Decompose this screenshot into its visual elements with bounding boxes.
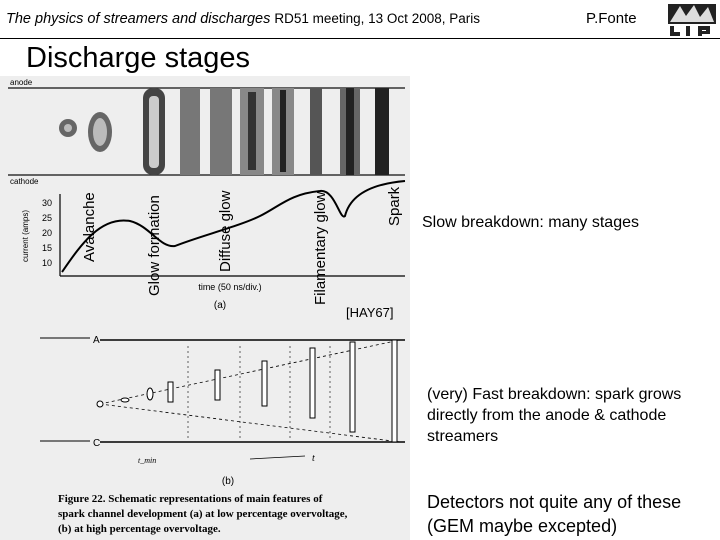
slide-title: Discharge stages — [26, 42, 251, 74]
header-meeting: RD51 meeting, 13 Oct 2008, Paris — [274, 11, 480, 26]
time-axis-label: time (50 ns/div.) — [198, 282, 261, 292]
diffuse-column-2 — [210, 88, 232, 175]
header-author: P.Fonte — [586, 10, 637, 27]
fast-breakdown-note: (very) Fast breakdown: spark grows direc… — [427, 386, 682, 445]
ytick-4: 10 — [42, 258, 52, 268]
detectors-note: Detectors not quite any of these (GEM ma… — [427, 492, 682, 536]
cathode-label: cathode — [10, 177, 39, 186]
header-rule — [0, 38, 720, 39]
caption-line-3: (b) at high percentage overvoltage. — [58, 523, 221, 535]
panel-b-cathode-label: C — [93, 438, 100, 449]
slow-breakdown-note: Slow breakdown: many stages — [422, 214, 639, 231]
ytick-3: 15 — [42, 243, 52, 253]
filament-column-3 — [310, 88, 322, 175]
current-axis-label: current (amps) — [21, 210, 30, 262]
anode-label: anode — [10, 78, 33, 87]
caption-line-2: spark channel development (a) at low per… — [58, 508, 348, 520]
spark-development-figure: anode cathode 30 25 20 15 10 current (am… — [0, 76, 410, 540]
stage-label-filamentary-glow: Filamentary glow — [312, 191, 329, 305]
panel-a-label: (a) — [214, 300, 226, 311]
caption-line-1: Figure 22. Schematic representations of … — [58, 493, 323, 505]
stage-label-spark: Spark — [386, 186, 403, 226]
t-label: t — [312, 453, 315, 464]
diffuse-column-1 — [180, 88, 200, 175]
header-title: The physics of streamers and discharges … — [6, 11, 480, 27]
reference-citation: [HAY67] — [346, 305, 394, 320]
ytick-0: 30 — [42, 198, 52, 208]
spark-column-2 — [375, 88, 389, 175]
header-talk-title: The physics of streamers and discharges — [6, 11, 271, 27]
t-min-label: t_min — [138, 456, 156, 465]
stage-label-avalanche: Avalanche — [81, 192, 98, 262]
panel-b-label: (b) — [222, 476, 234, 487]
current-trace — [61, 180, 406, 273]
stage-label-glow-formation: Glow formation — [146, 195, 163, 296]
panel-b-anode-label: A — [93, 335, 100, 346]
stage-label-diffuse-glow: Diffuse glow — [217, 190, 234, 272]
ytick-1: 25 — [42, 213, 52, 223]
slide-header: The physics of streamers and discharges … — [0, 0, 720, 40]
lip-logo — [666, 2, 718, 38]
ytick-2: 20 — [42, 228, 52, 238]
